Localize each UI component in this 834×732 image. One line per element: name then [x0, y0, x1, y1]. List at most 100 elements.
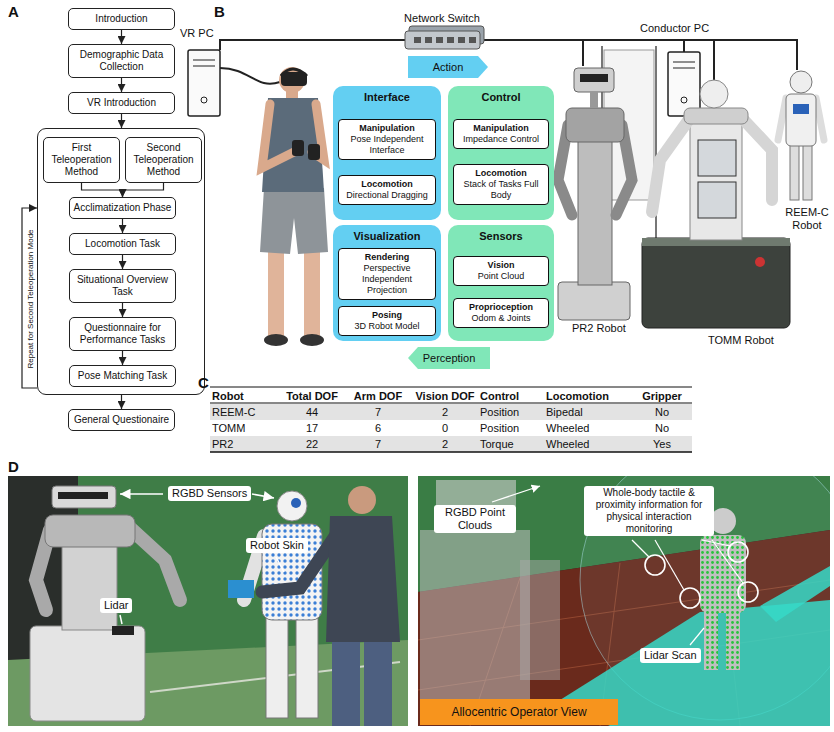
table-cell: Control	[480, 388, 546, 404]
flow-connector	[121, 114, 122, 128]
node-heading: Action	[408, 56, 488, 78]
network-cable	[220, 40, 405, 50]
photo-right	[704, 610, 718, 670]
reem-c-robot	[778, 98, 786, 140]
reem-c-robot	[778, 71, 824, 200]
node-body: Point Cloud	[457, 271, 545, 282]
network-cable	[220, 68, 280, 84]
leader-line	[632, 540, 649, 557]
node-heading: Manipulation	[342, 123, 432, 134]
network-switch-icon	[469, 37, 476, 43]
photo-left	[62, 540, 117, 630]
tomm-robot	[698, 140, 736, 176]
component-box: LocomotionStack of Tasks Full Body	[453, 164, 549, 205]
node-body: 3D Robot Model	[342, 321, 432, 332]
panel-letter: C	[198, 374, 209, 391]
network-switch-icon	[405, 26, 484, 49]
tomm-robot	[742, 118, 772, 200]
tomm-robot	[642, 238, 790, 328]
photo-right	[700, 535, 746, 613]
flow-connector	[122, 255, 123, 269]
table-cell: Position	[480, 420, 546, 436]
photo-left	[112, 626, 134, 635]
vr-pc-icon	[193, 66, 215, 67]
table-cell: 44	[278, 404, 346, 420]
callout-label: Lidar Scan	[640, 648, 701, 663]
reem-c-robot	[790, 144, 799, 200]
photo-right	[728, 542, 748, 562]
module-panel: InterfaceManipulationPose Independent In…	[333, 86, 441, 220]
leader-line	[690, 628, 704, 645]
photo-right	[760, 566, 830, 622]
operator-figure	[300, 334, 324, 346]
module-panel: SensorsVisionPoint CloudProprioceptionOd…	[448, 225, 554, 341]
node-body: Perspective Independent Projection	[342, 263, 432, 296]
flow-connector	[121, 78, 122, 92]
node-heading: First Teleoperation Method	[47, 142, 116, 178]
node-heading: Acclimatization Phase	[73, 202, 172, 214]
flow-arrow: Perception	[408, 347, 490, 369]
table-cell: Bipedal	[546, 404, 632, 420]
table-cell: 2	[410, 404, 480, 420]
table-cell: No	[632, 404, 692, 420]
table-cell: 7	[346, 404, 410, 420]
component-box: ManipulationPose Independent Interface	[338, 119, 436, 160]
process-box: Demographic Data Collection	[68, 44, 175, 78]
operator-figure	[308, 144, 320, 160]
table-cell: REEM-C	[212, 404, 278, 420]
arrow-shape	[408, 56, 488, 78]
tomm-robot	[755, 257, 765, 267]
node-heading: Manipulation	[457, 123, 545, 134]
photo-right	[680, 588, 700, 608]
module-panel: ControlManipulationImpedance ControlLoco…	[448, 86, 554, 220]
photo-left	[58, 492, 108, 499]
leader-line	[252, 494, 274, 498]
table-cell: 6	[346, 420, 410, 436]
table-cell: Gripper	[632, 388, 692, 404]
operator-figure	[262, 104, 298, 168]
photo-right	[738, 582, 758, 602]
robot-label: REEM-C Robot	[784, 206, 830, 232]
node-heading: Visualization	[333, 229, 441, 243]
table-cell: 7	[346, 436, 410, 452]
leader-line	[120, 494, 284, 624]
tomm-robot	[652, 118, 690, 212]
component-box: LocomotionDirectional Dragging	[338, 175, 436, 205]
network-switch-icon	[436, 37, 443, 43]
device-label: VR PC	[180, 27, 214, 40]
callout-label: Whole-body tactile & proximity informati…	[584, 486, 714, 536]
flow-connector	[123, 183, 164, 197]
process-box: Second Teleoperation Method	[125, 137, 202, 183]
tomm-robot	[642, 80, 790, 328]
table-cell: Yes	[632, 436, 692, 452]
leader-line	[120, 615, 122, 624]
callout-label: Lidar	[100, 598, 132, 613]
device-label: Conductor PC	[640, 22, 709, 35]
reem-c-robot	[803, 144, 812, 200]
reem-c-robot	[793, 104, 809, 114]
network-switch-icon	[405, 31, 480, 49]
flow-connector	[122, 219, 123, 233]
process-box: Situational Overview Task	[69, 269, 176, 303]
photo-left	[130, 528, 180, 600]
flow-connector	[122, 303, 123, 317]
leader-line	[492, 486, 743, 645]
vr-pc-icon	[201, 97, 207, 103]
node-heading: Locomotion	[457, 168, 545, 179]
panel-letter: D	[8, 458, 19, 475]
robot-label: TOMM Robot	[708, 334, 774, 347]
conductor-pc-icon	[673, 62, 695, 63]
pr2-robot	[566, 108, 624, 142]
operator-figure	[260, 188, 328, 254]
node-heading: Questionnaire for Performance Tasks	[73, 322, 172, 346]
vr-pc-icon	[188, 50, 220, 116]
network-switch-icon	[425, 37, 432, 43]
table-rule	[210, 404, 692, 420]
node-heading: Demographic Data Collection	[72, 49, 171, 73]
node-heading: Control	[448, 90, 554, 104]
table-cell: Position	[480, 404, 546, 420]
callout-label: RGBD Sensors	[168, 486, 251, 501]
network-switch-icon	[458, 37, 465, 43]
flow-connector	[82, 183, 123, 197]
